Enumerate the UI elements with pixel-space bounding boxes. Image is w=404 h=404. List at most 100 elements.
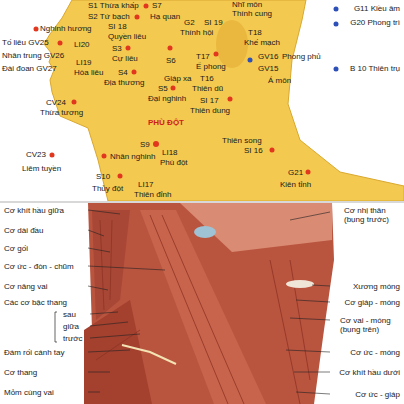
acupoint [248, 58, 253, 63]
fibre [100, 220, 104, 310]
trapezius [84, 300, 152, 404]
acupoint-label: Thiên đỉnh [134, 190, 171, 199]
leader-line [88, 230, 104, 236]
acupoint-label: Phù đột [160, 158, 188, 167]
acupoint [50, 153, 55, 158]
acupoint [34, 27, 39, 32]
leader-line [286, 350, 330, 352]
neck-muscles [84, 203, 334, 404]
muscle-label: Xương móng [352, 282, 401, 291]
muscle-label: Mỏm cùng vai [3, 388, 55, 397]
acupoint-label: S9 [140, 140, 150, 149]
leader-line [88, 210, 120, 214]
leader-line [290, 318, 330, 320]
acupoint [58, 41, 63, 46]
leader-line [296, 300, 330, 302]
acupoint-label: SI 19 [204, 18, 223, 27]
vessel [194, 226, 216, 238]
leader-line [312, 285, 330, 286]
acupoint [228, 97, 233, 102]
acupoint-label: Giáp xa [164, 74, 192, 83]
acupoint [118, 174, 123, 179]
fibre [290, 260, 310, 380]
acupoint-label: Thiên dũ [192, 84, 223, 93]
leader-line [90, 322, 128, 326]
acupoint [132, 70, 137, 75]
acupoint-label: Quyền liêu [108, 32, 146, 41]
acupoint-label: Thủy đột [92, 184, 123, 193]
acupoint-label: Liêm tuyền [22, 164, 61, 173]
acupoint-label: S7 [152, 1, 162, 10]
acupoint-label: T17 [196, 52, 210, 61]
muscle-label: Cơ thang [3, 368, 38, 377]
acupoint [72, 100, 77, 105]
muscle-label: Cơ vai - móng (bụng trên) [339, 316, 401, 334]
muscle-label: Cơ dài đầu [3, 226, 45, 235]
muscle-label: trước [62, 334, 84, 343]
top-ground [0, 0, 404, 201]
muscle-label: Cơ ức - móng [349, 348, 401, 357]
acupoint-label: CV24 [46, 98, 66, 107]
muscle-label: sau [62, 310, 77, 319]
acupoint-label: Thính hội [180, 28, 213, 37]
acupoint-label: S10 [96, 172, 110, 181]
acupoint-label: Nghinh hương [40, 24, 92, 33]
acupoint [102, 154, 107, 159]
acupoint [334, 67, 339, 72]
acupoint-label: Cự liêu [112, 54, 138, 63]
sternocleidomastoid [140, 210, 266, 404]
acupoint-label: CV23 [26, 150, 46, 159]
acupoint [214, 52, 219, 57]
acupoint-label: Thiên song [222, 136, 262, 145]
acupoint-label: LI17 [138, 180, 154, 189]
muscle-label: giữa [62, 322, 80, 331]
head-profile [44, 0, 404, 201]
acupoint-label: Thiên dung [190, 106, 230, 115]
acupoint-label: G11 Kiều âm [354, 4, 400, 13]
acupoint-label: S3 [112, 44, 122, 53]
bracket [55, 312, 57, 342]
acupoint-label: Ế phong [196, 62, 226, 71]
acupoint [334, 22, 339, 27]
leader-line [88, 350, 130, 352]
deep-neck-muscles [92, 210, 130, 320]
acupoint-label: S4 [118, 68, 128, 77]
acupoint-label: Á môn [268, 76, 291, 85]
acupoint-label: Thừa tương [40, 108, 83, 117]
ear [216, 20, 248, 68]
acupoint-label: S1 Thừa khấp [88, 1, 139, 10]
leader-line [290, 212, 330, 220]
acupoint-label: LI18 [162, 148, 178, 157]
acupoint [334, 7, 339, 12]
acupoint [144, 4, 149, 9]
leader-line [294, 372, 330, 373]
acupoint-label: Nhân trung GV26 [2, 51, 64, 60]
acupoint-label: SI 16 [244, 146, 263, 155]
acupoint-label: Hòa liêu [74, 68, 103, 77]
acupoint-label: Đài đoan GV27 [2, 64, 57, 73]
leader-line [88, 248, 110, 252]
muscle-label: Các cơ bậc thang [3, 298, 68, 307]
fibre [110, 220, 112, 300]
muscle-label: Cơ khít hầu dưới [338, 368, 401, 377]
acupoint-label: SI 18 [108, 22, 127, 31]
muscle-label: Cơ khít hầu giữa [3, 206, 65, 215]
muscle-label: Cơ ức - giáp [354, 390, 401, 399]
fibre [162, 215, 244, 404]
acupoint-label: B 10 Thiên trụ [350, 64, 400, 73]
panel-divider [0, 201, 404, 203]
acupoint-label: T18 [248, 28, 262, 37]
muscle-label: Cơ gối [3, 244, 29, 253]
leader-line [90, 334, 140, 338]
acupoint-label: S6 [166, 56, 176, 65]
acupoint-label: S5 [158, 84, 168, 93]
leader-line [88, 286, 108, 290]
acupoint-label: Địa thương [104, 78, 144, 87]
muscle-label: Đám rối cánh tay [3, 348, 65, 357]
submandibular-region [180, 203, 332, 252]
acupoint-label: T16 [200, 74, 214, 83]
acupoint-label: LI19 [76, 58, 92, 67]
acupoint-label: GV15 [258, 64, 278, 73]
acupoint-label: SI 17 [200, 96, 219, 105]
